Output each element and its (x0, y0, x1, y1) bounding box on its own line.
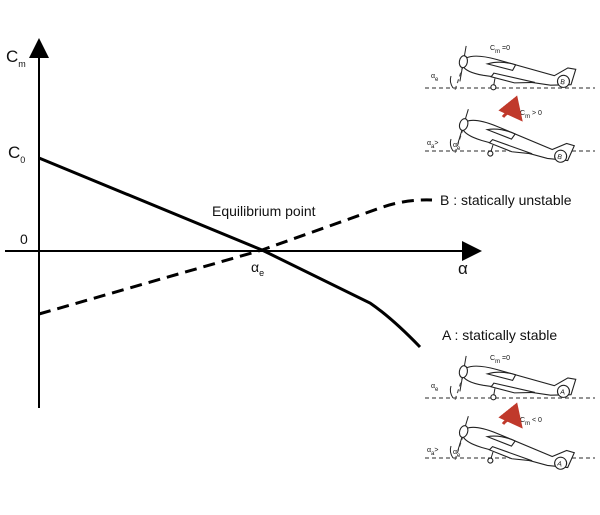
angle-arc (449, 385, 454, 399)
angle-e-label: αe (431, 73, 439, 83)
propeller-hub (458, 425, 469, 438)
angle-a-label: αa> (427, 447, 438, 457)
aircraft-body: B (458, 45, 577, 91)
y-axis-label: Cm (6, 47, 26, 69)
canopy (485, 61, 517, 72)
tail-circle (554, 456, 568, 470)
wheel (487, 457, 494, 464)
propeller-hub (458, 55, 469, 69)
equilibrium-label: Equilibrium point (212, 203, 316, 219)
tail-circle (556, 74, 571, 88)
wing (490, 382, 535, 394)
canopy (485, 128, 516, 140)
tail-label: A (560, 389, 566, 397)
landing-gear (493, 388, 496, 396)
curve-b-unstable (38, 198, 433, 316)
aircraft-3: A Cm =0 αe (425, 355, 595, 401)
angle-e-label: αe (453, 449, 461, 459)
x-axis-label: α (458, 259, 468, 278)
canopy (485, 371, 517, 382)
curve-a-stable (38, 156, 422, 349)
angle-arc (449, 445, 454, 459)
tail-label: B (560, 79, 566, 87)
cm-label: Cm =0 (490, 45, 510, 55)
curve-a-label: A : statically stable (442, 327, 557, 343)
pitch-moment-arrow (498, 95, 523, 122)
aircraft-body: A (458, 355, 577, 401)
wheel (490, 84, 497, 91)
cm-label: Cm =0 (490, 355, 510, 365)
reference-line (454, 65, 464, 91)
canopy (485, 435, 516, 447)
propeller-hub (458, 118, 469, 131)
wheel (490, 394, 497, 401)
alpha-e-label: αe (251, 259, 264, 278)
reference-line (454, 435, 464, 461)
pitch-moment-arrow (498, 402, 523, 429)
tail-circle (554, 149, 568, 163)
aircraft-1: B Cm =0 αe (425, 45, 595, 91)
reference-line (454, 128, 464, 154)
cm-label: Cm > 0 (520, 110, 542, 120)
cm-label: Cm < 0 (520, 417, 542, 427)
aircraft-4: A Cm < 0 αa> αe (425, 402, 595, 470)
reference-line (454, 375, 464, 401)
tail-circle (556, 384, 571, 398)
angle-arc (449, 75, 454, 89)
angle-e-label: αe (431, 383, 439, 393)
wheel (487, 150, 494, 157)
landing-gear (493, 78, 496, 86)
aircraft-body: B (457, 109, 576, 163)
aircraft-body: A (457, 416, 576, 470)
propeller-hub (458, 365, 469, 379)
tail-label: B (556, 153, 563, 161)
angle-a-label: αa> (427, 140, 438, 150)
zero-label: 0 (20, 231, 28, 247)
curve-b-label: B : statically unstable (440, 192, 572, 208)
landing-gear (490, 144, 494, 152)
angle-arc (449, 138, 454, 152)
wing (490, 72, 535, 84)
wing (488, 445, 533, 462)
wing (488, 138, 533, 155)
aircraft-2: B Cm > 0 αa> αe (425, 95, 595, 163)
c0-label: C0 (8, 143, 25, 165)
tail-label: A (556, 460, 563, 468)
angle-e-label: αe (453, 142, 461, 152)
landing-gear (490, 451, 494, 459)
